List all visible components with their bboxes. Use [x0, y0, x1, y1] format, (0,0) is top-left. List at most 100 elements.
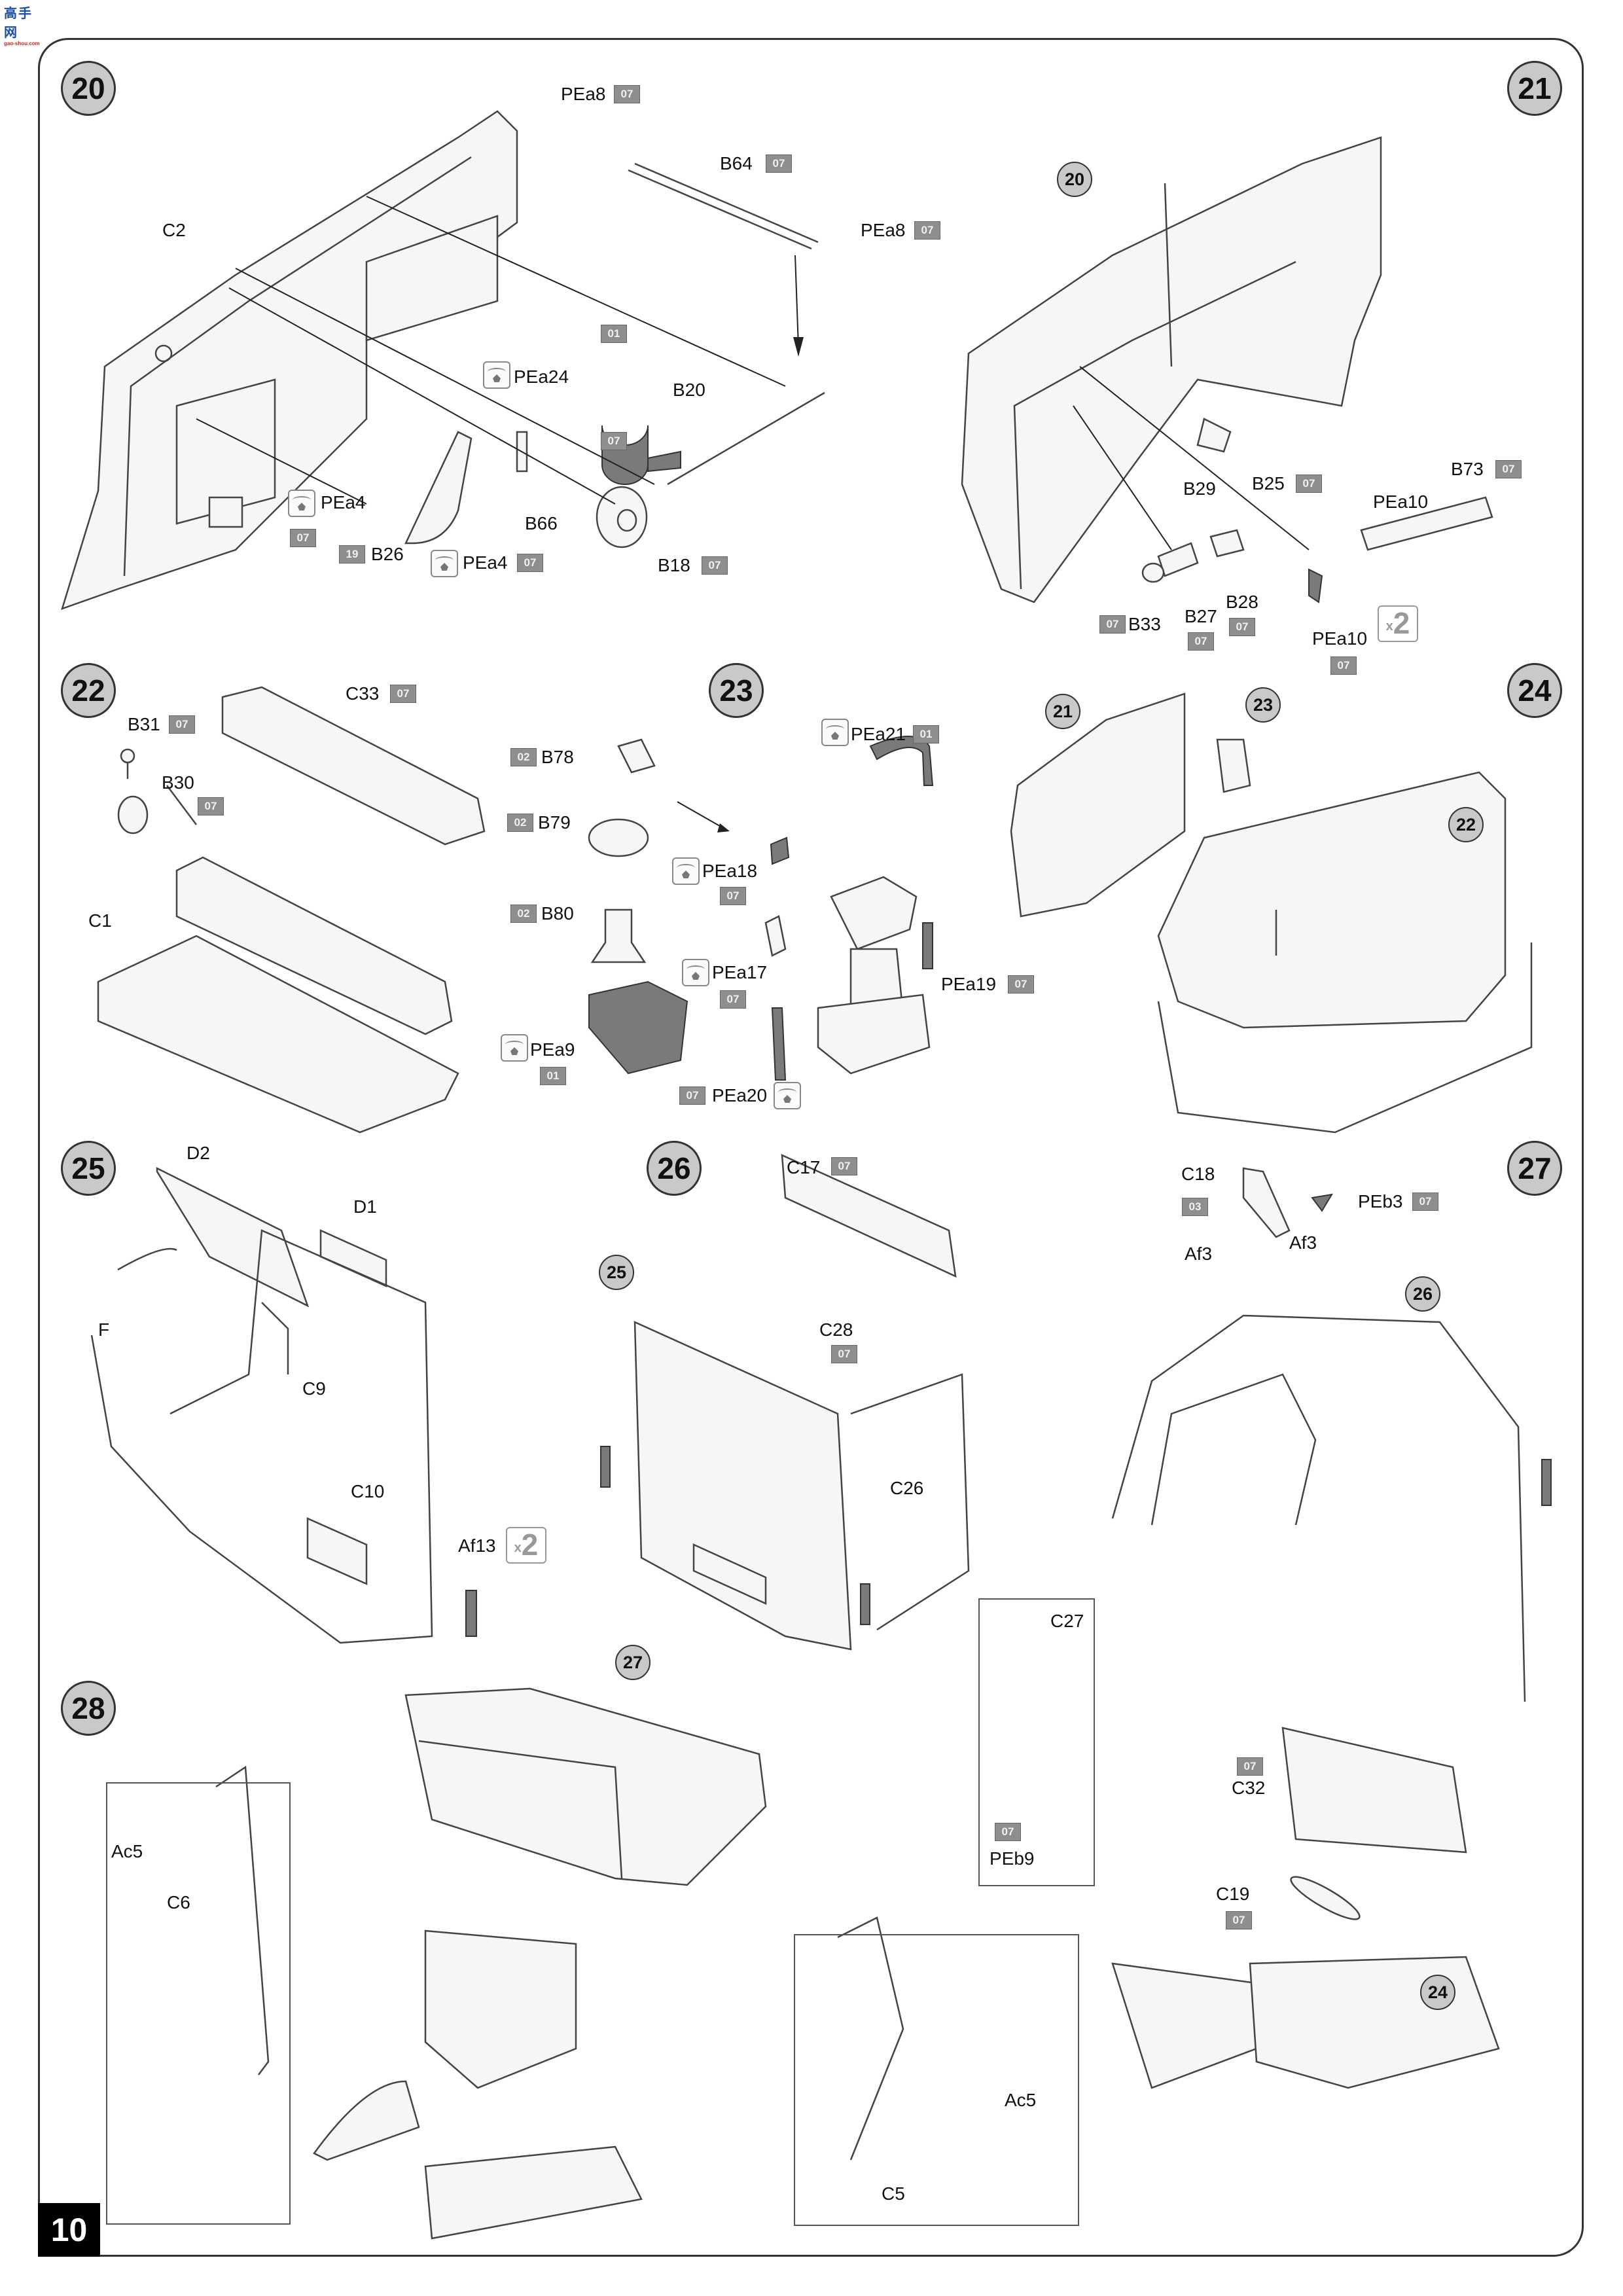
part-label-c27: C27 — [1050, 1611, 1084, 1631]
paint-badge: 07 — [914, 221, 940, 240]
photo-etch-icon — [774, 1082, 801, 1109]
part-label-b26: B26 — [371, 544, 404, 564]
part-label-pea20: PEa20 — [712, 1085, 768, 1105]
multiplier-count: 2 — [521, 1528, 539, 1562]
part-label-af3: Af3 — [1289, 1232, 1317, 1253]
paint-badge: 07 — [702, 556, 728, 575]
part-label-af13: Af13 — [458, 1535, 496, 1556]
step-21-badge: 21 — [1507, 61, 1562, 116]
part-label-pea24: PEa24 — [514, 367, 569, 387]
step-23-badge: 23 — [709, 663, 764, 718]
part-label-pea8: PEa8 — [561, 84, 606, 104]
step-25-badge: 25 — [61, 1141, 116, 1196]
part-label-b80: B80 — [541, 903, 574, 924]
paint-badge: 07 — [198, 797, 224, 816]
part-label-c5: C5 — [882, 2183, 905, 2204]
paint-badge: 07 — [290, 529, 316, 547]
part-label-b28: B28 — [1226, 592, 1258, 612]
part-label-c10: C10 — [351, 1481, 385, 1501]
part-label-c1: C1 — [88, 910, 112, 931]
paint-badge: 07 — [679, 1086, 705, 1105]
part-label-b66: B66 — [525, 513, 558, 533]
ref-step-24: 24 — [1420, 1975, 1455, 2010]
part-label-c28: C28 — [819, 1319, 853, 1340]
paint-badge: 07 — [1008, 975, 1034, 994]
paint-badge: 19 — [339, 545, 365, 564]
photo-etch-icon — [501, 1034, 528, 1062]
step-26-badge: 26 — [647, 1141, 702, 1196]
paint-badge: 07 — [831, 1157, 857, 1175]
part-label-c6: C6 — [167, 1892, 190, 1912]
part-label-b18: B18 — [658, 555, 690, 575]
paint-badge: 07 — [1495, 460, 1522, 478]
part-label-b25: B25 — [1252, 473, 1285, 493]
photo-etch-icon — [431, 550, 458, 577]
part-label-ac5: Ac5 — [111, 1841, 143, 1861]
part-label-d2: D2 — [187, 1143, 210, 1163]
part-label-c33: C33 — [346, 683, 380, 704]
part-label-c17: C17 — [787, 1157, 821, 1177]
part-label-af3: Af3 — [1185, 1244, 1213, 1264]
paint-badge: 07 — [1099, 615, 1126, 634]
part-label-pea4: PEa4 — [321, 492, 366, 512]
part-label-b27: B27 — [1185, 606, 1217, 626]
paint-badge: 07 — [614, 85, 640, 103]
part-label-d1: D1 — [353, 1196, 377, 1217]
paint-badge: 07 — [169, 715, 195, 734]
photo-etch-icon — [682, 959, 709, 986]
paint-badge: 02 — [510, 748, 537, 766]
paint-badge: 01 — [601, 325, 627, 343]
part-label-b31: B31 — [128, 714, 160, 734]
part-label-b73: B73 — [1451, 459, 1484, 479]
part-label-pea21: PEa21 — [851, 724, 906, 744]
part-label-c32: C32 — [1232, 1778, 1266, 1798]
ref-step-26: 26 — [1405, 1276, 1440, 1312]
ref-step-21: 21 — [1045, 694, 1080, 729]
multiplier-x: x — [1385, 619, 1393, 634]
quantity-multiplier: x 2 — [1378, 605, 1418, 642]
part-label-b33: B33 — [1128, 614, 1161, 634]
step-20-badge: 20 — [61, 61, 116, 116]
multiplier-count: 2 — [1393, 606, 1410, 640]
paint-badge: 02 — [507, 814, 533, 832]
part-label-b20: B20 — [673, 380, 705, 400]
part-label-pea10: PEa10 — [1312, 628, 1368, 649]
step-22-badge: 22 — [61, 663, 116, 718]
part-label-pea10: PEa10 — [1373, 492, 1429, 512]
paint-badge: 07 — [1188, 632, 1214, 651]
watermark-en: gao-shou.com — [4, 41, 40, 46]
part-label-ac5: Ac5 — [1005, 2090, 1037, 2110]
paint-badge: 07 — [831, 1345, 857, 1363]
page-frame — [38, 38, 1584, 2257]
paint-badge: 07 — [1229, 618, 1255, 636]
ref-step-20: 20 — [1057, 162, 1092, 197]
part-label-pea19: PEa19 — [941, 974, 997, 994]
part-label-peb3: PEb3 — [1358, 1191, 1403, 1211]
photo-etch-icon — [821, 719, 849, 746]
part-label-b30: B30 — [162, 772, 194, 793]
part-label-c18: C18 — [1181, 1164, 1215, 1184]
ref-step-27: 27 — [615, 1645, 651, 1680]
paint-badge: 01 — [913, 725, 939, 744]
paint-badge: 07 — [720, 990, 746, 1009]
step-27-badge: 27 — [1507, 1141, 1562, 1196]
part-label-pea4: PEa4 — [463, 552, 508, 573]
paint-badge: 03 — [1182, 1198, 1208, 1216]
paint-badge: 07 — [601, 432, 627, 450]
photo-etch-icon — [288, 490, 315, 517]
paint-badge: 07 — [1330, 656, 1357, 675]
watermark-logo: 高手网 gao-shou.com — [4, 3, 46, 46]
part-label-b79: B79 — [538, 812, 571, 833]
paint-badge: 02 — [510, 905, 537, 923]
step-24-badge: 24 — [1507, 663, 1562, 718]
ref-step-22: 22 — [1448, 807, 1484, 842]
detail-inset-wiper — [978, 1598, 1095, 1886]
part-label-c2: C2 — [162, 220, 186, 240]
part-label-b64: B64 — [720, 153, 753, 173]
multiplier-x: x — [514, 1541, 522, 1555]
ref-step-25: 25 — [599, 1255, 634, 1290]
paint-badge: 07 — [1296, 475, 1322, 493]
part-label-peb9: PEb9 — [990, 1848, 1035, 1869]
detail-inset-right-door — [794, 1934, 1079, 2226]
part-label-pea8: PEa8 — [861, 220, 906, 240]
